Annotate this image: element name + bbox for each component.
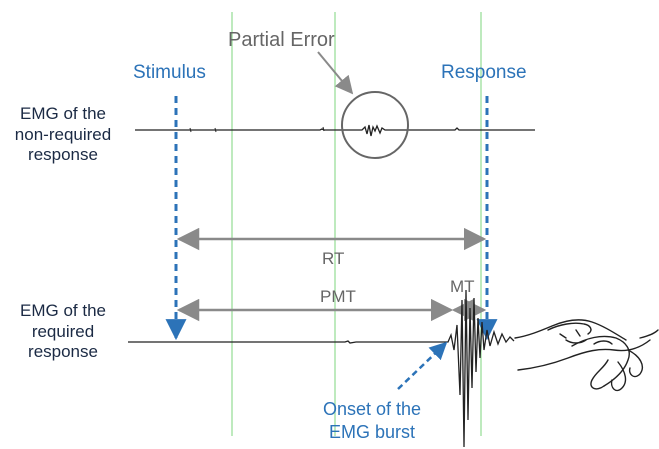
- partial-error-circle: [341, 91, 409, 159]
- trace-noise-marks: [189, 126, 325, 133]
- pmt-label: PMT: [320, 287, 356, 306]
- emg-required-line-1: EMG of the: [20, 301, 106, 320]
- partial-error-label: Partial Error: [228, 29, 335, 51]
- hand-sketch: [514, 319, 659, 392]
- onset-label: Onset of the EMG burst: [307, 398, 437, 443]
- onset-line-2: EMG burst: [328, 421, 416, 442]
- emg-required-label: EMG of the required response: [3, 301, 123, 363]
- partial-error-pointer: [317, 51, 354, 95]
- stimulus-label: Stimulus: [133, 62, 206, 83]
- emg-required-line-2: required: [31, 321, 95, 341]
- onset-line-1: Onset of the: [322, 399, 422, 419]
- emg-nonrequired-line-1: EMG of the: [20, 104, 106, 123]
- emg-nonrequired-line-3: response: [28, 145, 98, 165]
- emg-nonrequired-line-2: non-required: [14, 124, 112, 144]
- response-label: Response: [441, 62, 527, 83]
- emg-nonrequired-label: EMG of the non-required response: [3, 104, 123, 166]
- mt-label: MT: [450, 277, 475, 296]
- rt-label: RT: [322, 249, 345, 268]
- onset-arrow: [397, 341, 448, 390]
- emg-required-line-3: response: [28, 342, 98, 362]
